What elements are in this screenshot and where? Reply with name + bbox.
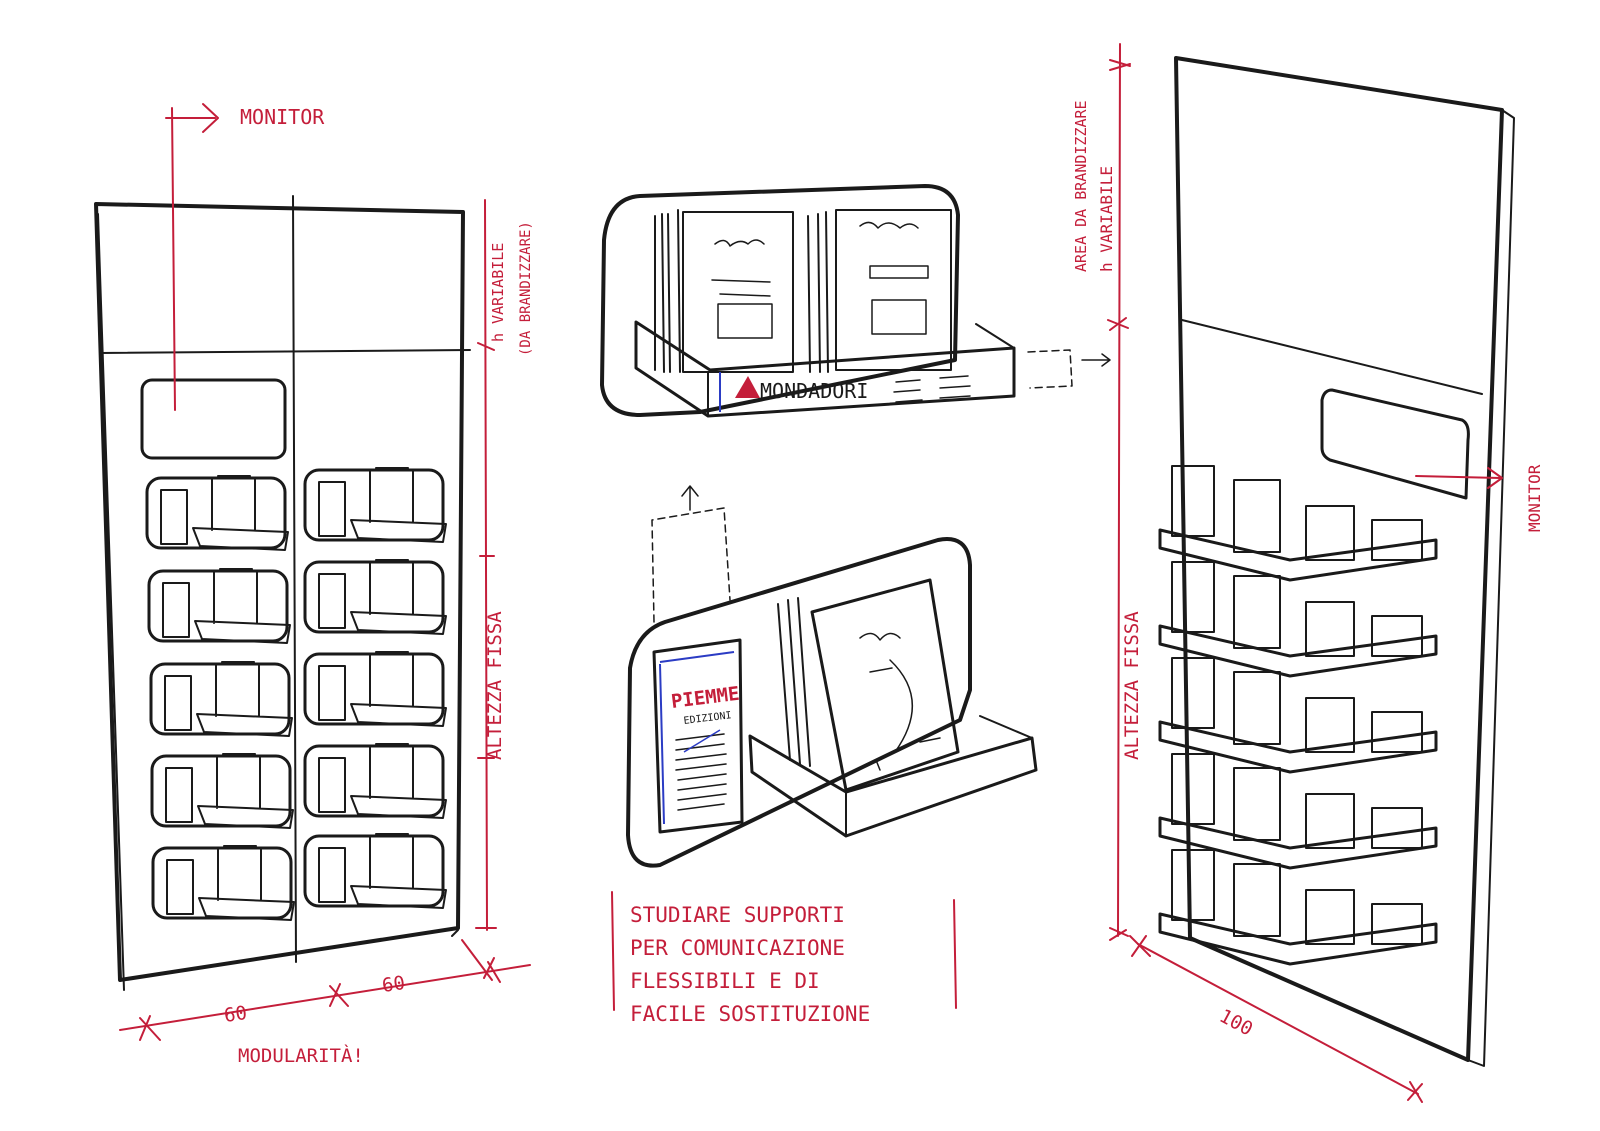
right-width-dimension: 100 xyxy=(1216,1005,1257,1041)
right-annotations xyxy=(1107,43,1503,1103)
mondadori-logo-icon xyxy=(735,376,760,398)
left-shelf-column-2 xyxy=(303,467,447,909)
right-shelf-rows xyxy=(1158,465,1438,966)
note-line-4: FACILE SOSTITUZIONE xyxy=(630,1002,870,1026)
right-display-unit: AREA DA BRANDIZZARE h VARIABILE ALTEZZA … xyxy=(1072,43,1544,1103)
left-width-dimension-2: 60 xyxy=(381,972,407,997)
right-monitor-label: MONITOR xyxy=(1525,464,1544,532)
piemme-subtitle: EDIZIONI xyxy=(683,710,732,727)
right-monitor-screen xyxy=(1320,388,1470,500)
left-width-dimension-1: 60 xyxy=(223,1002,249,1027)
left-monitor-label: MONITOR xyxy=(240,105,325,129)
modularity-label: MODULARITÀ! xyxy=(238,1044,364,1067)
note-line-3: FLESSIBILI E DI xyxy=(630,969,820,993)
left-fixed-height-label: ALTEZZA FISSA xyxy=(484,611,506,760)
right-variable-height-label: h VARIABILE xyxy=(1097,166,1116,272)
left-monitor-screen xyxy=(140,378,287,460)
left-annotations xyxy=(119,103,531,1041)
left-display-unit: MONITOR h VARIABILE (DA BRANDIZZARE) ALT… xyxy=(94,103,534,1067)
center-top-shelf-detail: MONDADORI xyxy=(600,184,1111,418)
mondadori-brand-label: MONDADORI xyxy=(760,379,868,403)
right-fixed-height-label: ALTEZZA FISSA xyxy=(1121,611,1143,760)
left-variable-height-label: h VARIABILE xyxy=(489,243,507,342)
note-line-2: PER COMUNICAZIONE xyxy=(630,936,845,960)
left-shelf-column-1 xyxy=(145,475,295,921)
communication-note: STUDIARE SUPPORTI PER COMUNICAZIONE FLES… xyxy=(611,891,957,1026)
piemme-title: PIEMME xyxy=(670,683,741,713)
left-variable-height-note: (DA BRANDIZZARE) xyxy=(518,221,534,356)
note-line-1: STUDIARE SUPPORTI xyxy=(630,903,845,927)
center-bottom-shelf-detail: PIEMME EDIZIONI xyxy=(626,485,1038,868)
right-branding-area-label: AREA DA BRANDIZZARE xyxy=(1072,100,1090,272)
